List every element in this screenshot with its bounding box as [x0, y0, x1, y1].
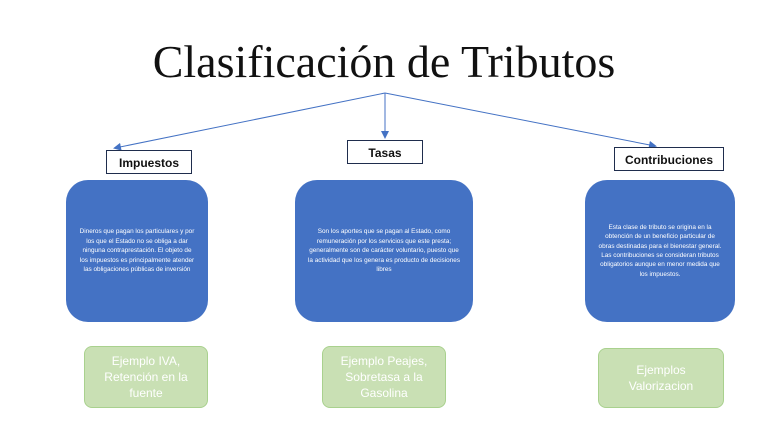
card-contribuciones: Esta clase de tributo se origina en la o…	[585, 180, 735, 322]
label-contribuciones: Contribuciones	[614, 147, 724, 171]
label-tasas: Tasas	[347, 140, 423, 164]
connector-to-impuestos	[113, 92, 386, 151]
label-impuestos: Impuestos	[106, 150, 192, 174]
connector-to-contribuciones	[384, 92, 657, 149]
diagram-title: Clasificación de Tributos	[152, 36, 616, 87]
example-contribuciones: Ejemplos Valorizacion	[598, 348, 724, 408]
card-impuestos: Dineros que pagan los particulares y por…	[66, 180, 208, 322]
example-tasas: Ejemplo Peajes, Sobretasa a la Gasolina	[322, 346, 446, 408]
card-tasas: Son los aportes que se pagan al Estado, …	[295, 180, 473, 322]
example-impuestos: Ejemplo IVA, Retención en la fuente	[84, 346, 208, 408]
